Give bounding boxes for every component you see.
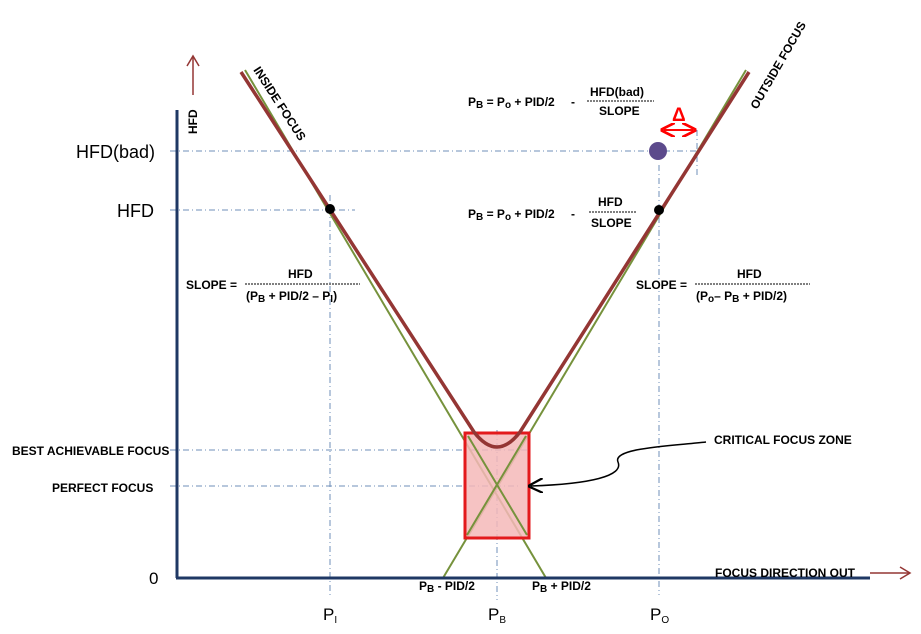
- y-label-hfd: HFD: [117, 201, 154, 221]
- svg-text:HFD(bad): HFD(bad): [590, 85, 644, 99]
- svg-text:SLOPE: SLOPE: [591, 216, 632, 230]
- svg-text:SLOPE =: SLOPE =: [636, 278, 687, 292]
- svg-text:(PB + PID/2 – PI): (PB + PID/2 – PI): [246, 289, 337, 305]
- delta-label: Δ: [672, 105, 686, 126]
- svg-text:-: -: [571, 95, 575, 109]
- zone-left-label: PB - PID/2: [419, 579, 475, 595]
- point-hfd-outside: [654, 205, 664, 215]
- point-hfd-inside: [325, 204, 335, 214]
- svg-text:PB = Po + PID/2: PB = Po + PID/2: [468, 207, 555, 223]
- svg-text:HFD: HFD: [737, 267, 762, 281]
- svg-text:HFD: HFD: [288, 267, 313, 281]
- hfd-curve: [239, 71, 751, 449]
- y-axis-label: HFD: [186, 109, 200, 134]
- formula-slope-right: SLOPE = HFD (Po– PB + PID/2): [636, 267, 810, 305]
- axes: [175, 110, 870, 580]
- zone-cross: [466, 435, 528, 536]
- y-label-hfd-bad: HFD(bad): [76, 142, 155, 162]
- formula-mid: PB = Po + PID/2 - HFD SLOPE: [468, 195, 636, 230]
- x-direction-arrow: [870, 566, 912, 580]
- critical-zone-label: CRITICAL FOCUS ZONE: [714, 433, 852, 447]
- origin-label: 0: [149, 569, 158, 588]
- y-label-perfect: PERFECT FOCUS: [52, 481, 153, 495]
- formula-top: PB = Po + PID/2 - HFD(bad) SLOPE: [468, 85, 654, 118]
- zone-right-label: PB + PID/2: [532, 579, 591, 595]
- svg-text:HFD: HFD: [598, 195, 623, 209]
- y-direction-arrow: [186, 54, 200, 95]
- svg-text:(Po– PB + PID/2): (Po– PB + PID/2): [696, 289, 787, 305]
- point-hfd-bad: [649, 142, 667, 160]
- svg-text:-: -: [571, 207, 575, 221]
- svg-text:SLOPE =: SLOPE =: [186, 278, 237, 292]
- x-axis-label: FOCUS DIRECTION OUT: [715, 566, 856, 580]
- x-tick-pb: PB: [488, 605, 506, 626]
- svg-text:PB = Po + PID/2: PB = Po + PID/2: [468, 95, 555, 111]
- x-tick-pi: PI: [323, 605, 337, 626]
- outside-focus-label: OUTSIDE FOCUS: [747, 19, 808, 111]
- critical-zone-callout-arrow: [531, 441, 707, 486]
- y-label-best-achievable: BEST ACHIEVABLE FOCUS: [12, 444, 169, 458]
- svg-text:SLOPE: SLOPE: [599, 104, 640, 118]
- x-tick-po: PO: [650, 605, 669, 626]
- formula-slope-left: SLOPE = HFD (PB + PID/2 – PI): [186, 267, 360, 305]
